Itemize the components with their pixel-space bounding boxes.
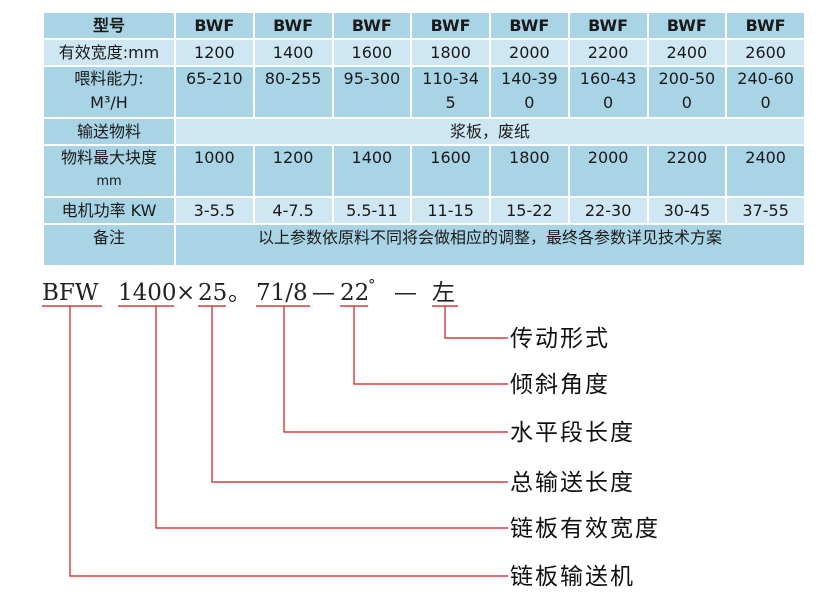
- cell-capacity: 240-60 0: [727, 67, 804, 117]
- cell-max-block: 2000: [569, 146, 647, 196]
- cell-width: 2200: [569, 40, 647, 65]
- cell-material-label: 输送物料: [44, 119, 174, 144]
- cell-power: 22-30: [569, 198, 647, 223]
- cell-max-block: 1800: [491, 146, 568, 196]
- cell-power: 15-22: [491, 198, 568, 223]
- guide-horizontal: [283, 306, 508, 433]
- cell-power: 4-7.5: [254, 198, 332, 223]
- capacity-label-line1: 喂料能力:: [74, 69, 144, 88]
- cell-max-block: 1200: [254, 146, 332, 196]
- code-times: ×: [176, 280, 195, 306]
- code-angle: 22: [340, 280, 369, 306]
- code-degree: °: [368, 276, 376, 294]
- capacity-line1: 240-60: [737, 69, 794, 88]
- model-code: BFW 1400 × 25 。 71/8 — 22 ° — 左: [42, 270, 455, 306]
- cell-capacity: 95-300: [333, 67, 411, 117]
- legend-length: 总输送长度: [510, 470, 635, 496]
- guide-type: [69, 306, 508, 577]
- code-dash-2: —: [394, 280, 417, 306]
- capacity-line2: 0: [603, 93, 614, 112]
- legend-angle: 倾斜角度: [510, 372, 610, 398]
- table-row-material: 输送物料 浆板，废纸: [44, 119, 804, 144]
- table-row-max-block: 物料最大块度 mm 1000 1200 1400 1600 1800 2000 …: [44, 146, 804, 196]
- cell-power: 30-45: [648, 198, 726, 223]
- capacity-line1: 110-34: [422, 69, 479, 88]
- cell-width-label: 有效宽度:mm: [44, 40, 174, 65]
- cell-model: BWF: [727, 13, 804, 38]
- max-block-label-line2: mm: [96, 174, 122, 189]
- table-row-remarks: 备注 以上参数依原料不同将会做相应的调整，最终各参数详见技术方案: [44, 225, 804, 265]
- cell-model: BWF: [491, 13, 568, 38]
- legend-width: 链板有效宽度: [510, 516, 660, 542]
- cell-material: 浆板，废纸: [176, 119, 804, 144]
- cell-capacity-label: 喂料能力: M³/H: [44, 67, 174, 117]
- code-horizontal: 71/8: [256, 280, 308, 306]
- capacity-line1: 80-255: [264, 69, 322, 88]
- max-block-label-line1: 物料最大块度: [60, 148, 157, 167]
- capacity-line2: 0: [760, 93, 771, 112]
- capacity-line1: 200-50: [658, 69, 716, 88]
- cell-remarks: 以上参数依原料不同将会做相应的调整，最终各参数详见技术方案: [176, 225, 804, 265]
- cell-max-block: 2200: [648, 146, 726, 196]
- cell-capacity: 140-39 0: [491, 67, 568, 117]
- legend-drive: 传动形式: [510, 326, 610, 352]
- capacity-label-line2: M³/H: [90, 93, 128, 112]
- cell-max-block: 2400: [727, 146, 804, 196]
- spec-table: 型号 BWF BWF BWF BWF BWF BWF BWF BWF 有效宽度:…: [42, 11, 806, 267]
- cell-width: 1600: [333, 40, 411, 65]
- cell-width: 1400: [254, 40, 332, 65]
- cell-width: 2400: [648, 40, 726, 65]
- cell-width: 2000: [491, 40, 568, 65]
- legend-horizontal: 水平段长度: [510, 420, 635, 446]
- guide-width: [155, 306, 508, 529]
- capacity-line2: 0: [524, 93, 535, 112]
- code-dash-1: —: [312, 280, 335, 306]
- cell-max-block: 1400: [333, 146, 411, 196]
- code-type: BFW: [42, 280, 99, 306]
- cell-width: 1200: [176, 40, 253, 65]
- cell-power: 11-15: [412, 198, 489, 223]
- cell-model: BWF: [333, 13, 411, 38]
- cell-capacity: 200-50 0: [648, 67, 726, 117]
- legend-type: 链板输送机: [510, 564, 635, 590]
- cell-width: 2600: [727, 40, 804, 65]
- guide-drive: [444, 306, 508, 339]
- cell-capacity: 160-43 0: [569, 67, 647, 117]
- code-width: 1400: [118, 280, 177, 306]
- capacity-line2: 5: [445, 93, 456, 112]
- cell-model: BWF: [254, 13, 332, 38]
- cell-width: 1800: [412, 40, 489, 65]
- cell-power: 37-55: [727, 198, 804, 223]
- table-row-header: 型号 BWF BWF BWF BWF BWF BWF BWF BWF: [44, 13, 804, 38]
- guide-length: [211, 306, 508, 483]
- code-drive: 左: [432, 280, 455, 306]
- capacity-line1: 95-300: [343, 69, 401, 88]
- table-row-width: 有效宽度:mm 1200 1400 1600 1800 2000 2200 24…: [44, 40, 804, 65]
- capacity-line1: 65-210: [186, 69, 243, 88]
- cell-model: BWF: [569, 13, 647, 38]
- cell-remarks-label: 备注: [44, 225, 174, 265]
- model-code-diagram: BFW 1400 × 25 。 71/8 — 22 ° — 左 传动形式 倾斜角…: [42, 270, 660, 590]
- cell-capacity: 65-210: [176, 67, 253, 117]
- capacity-line2: 0: [681, 93, 692, 112]
- cell-max-block: 1000: [176, 146, 253, 196]
- code-dot: 。: [228, 280, 251, 306]
- capacity-line1: 140-39: [501, 69, 558, 88]
- cell-model: BWF: [412, 13, 489, 38]
- cell-power: 3-5.5: [176, 198, 253, 223]
- code-length: 25: [198, 280, 227, 306]
- table-row-power: 电机功率 KW 3-5.5 4-7.5 5.5-11 11-15 15-22 2…: [44, 198, 804, 223]
- cell-capacity: 80-255: [254, 67, 332, 117]
- cell-max-block-label: 物料最大块度 mm: [44, 146, 174, 196]
- capacity-line1: 160-43: [579, 69, 637, 88]
- guide-angle: [353, 306, 508, 385]
- cell-model: BWF: [176, 13, 253, 38]
- cell-capacity: 110-34 5: [412, 67, 489, 117]
- cell-max-block: 1600: [412, 146, 489, 196]
- cell-power-label: 电机功率 KW: [44, 198, 174, 223]
- cell-model: BWF: [648, 13, 726, 38]
- cell-model-label: 型号: [44, 13, 174, 38]
- cell-power: 5.5-11: [333, 198, 411, 223]
